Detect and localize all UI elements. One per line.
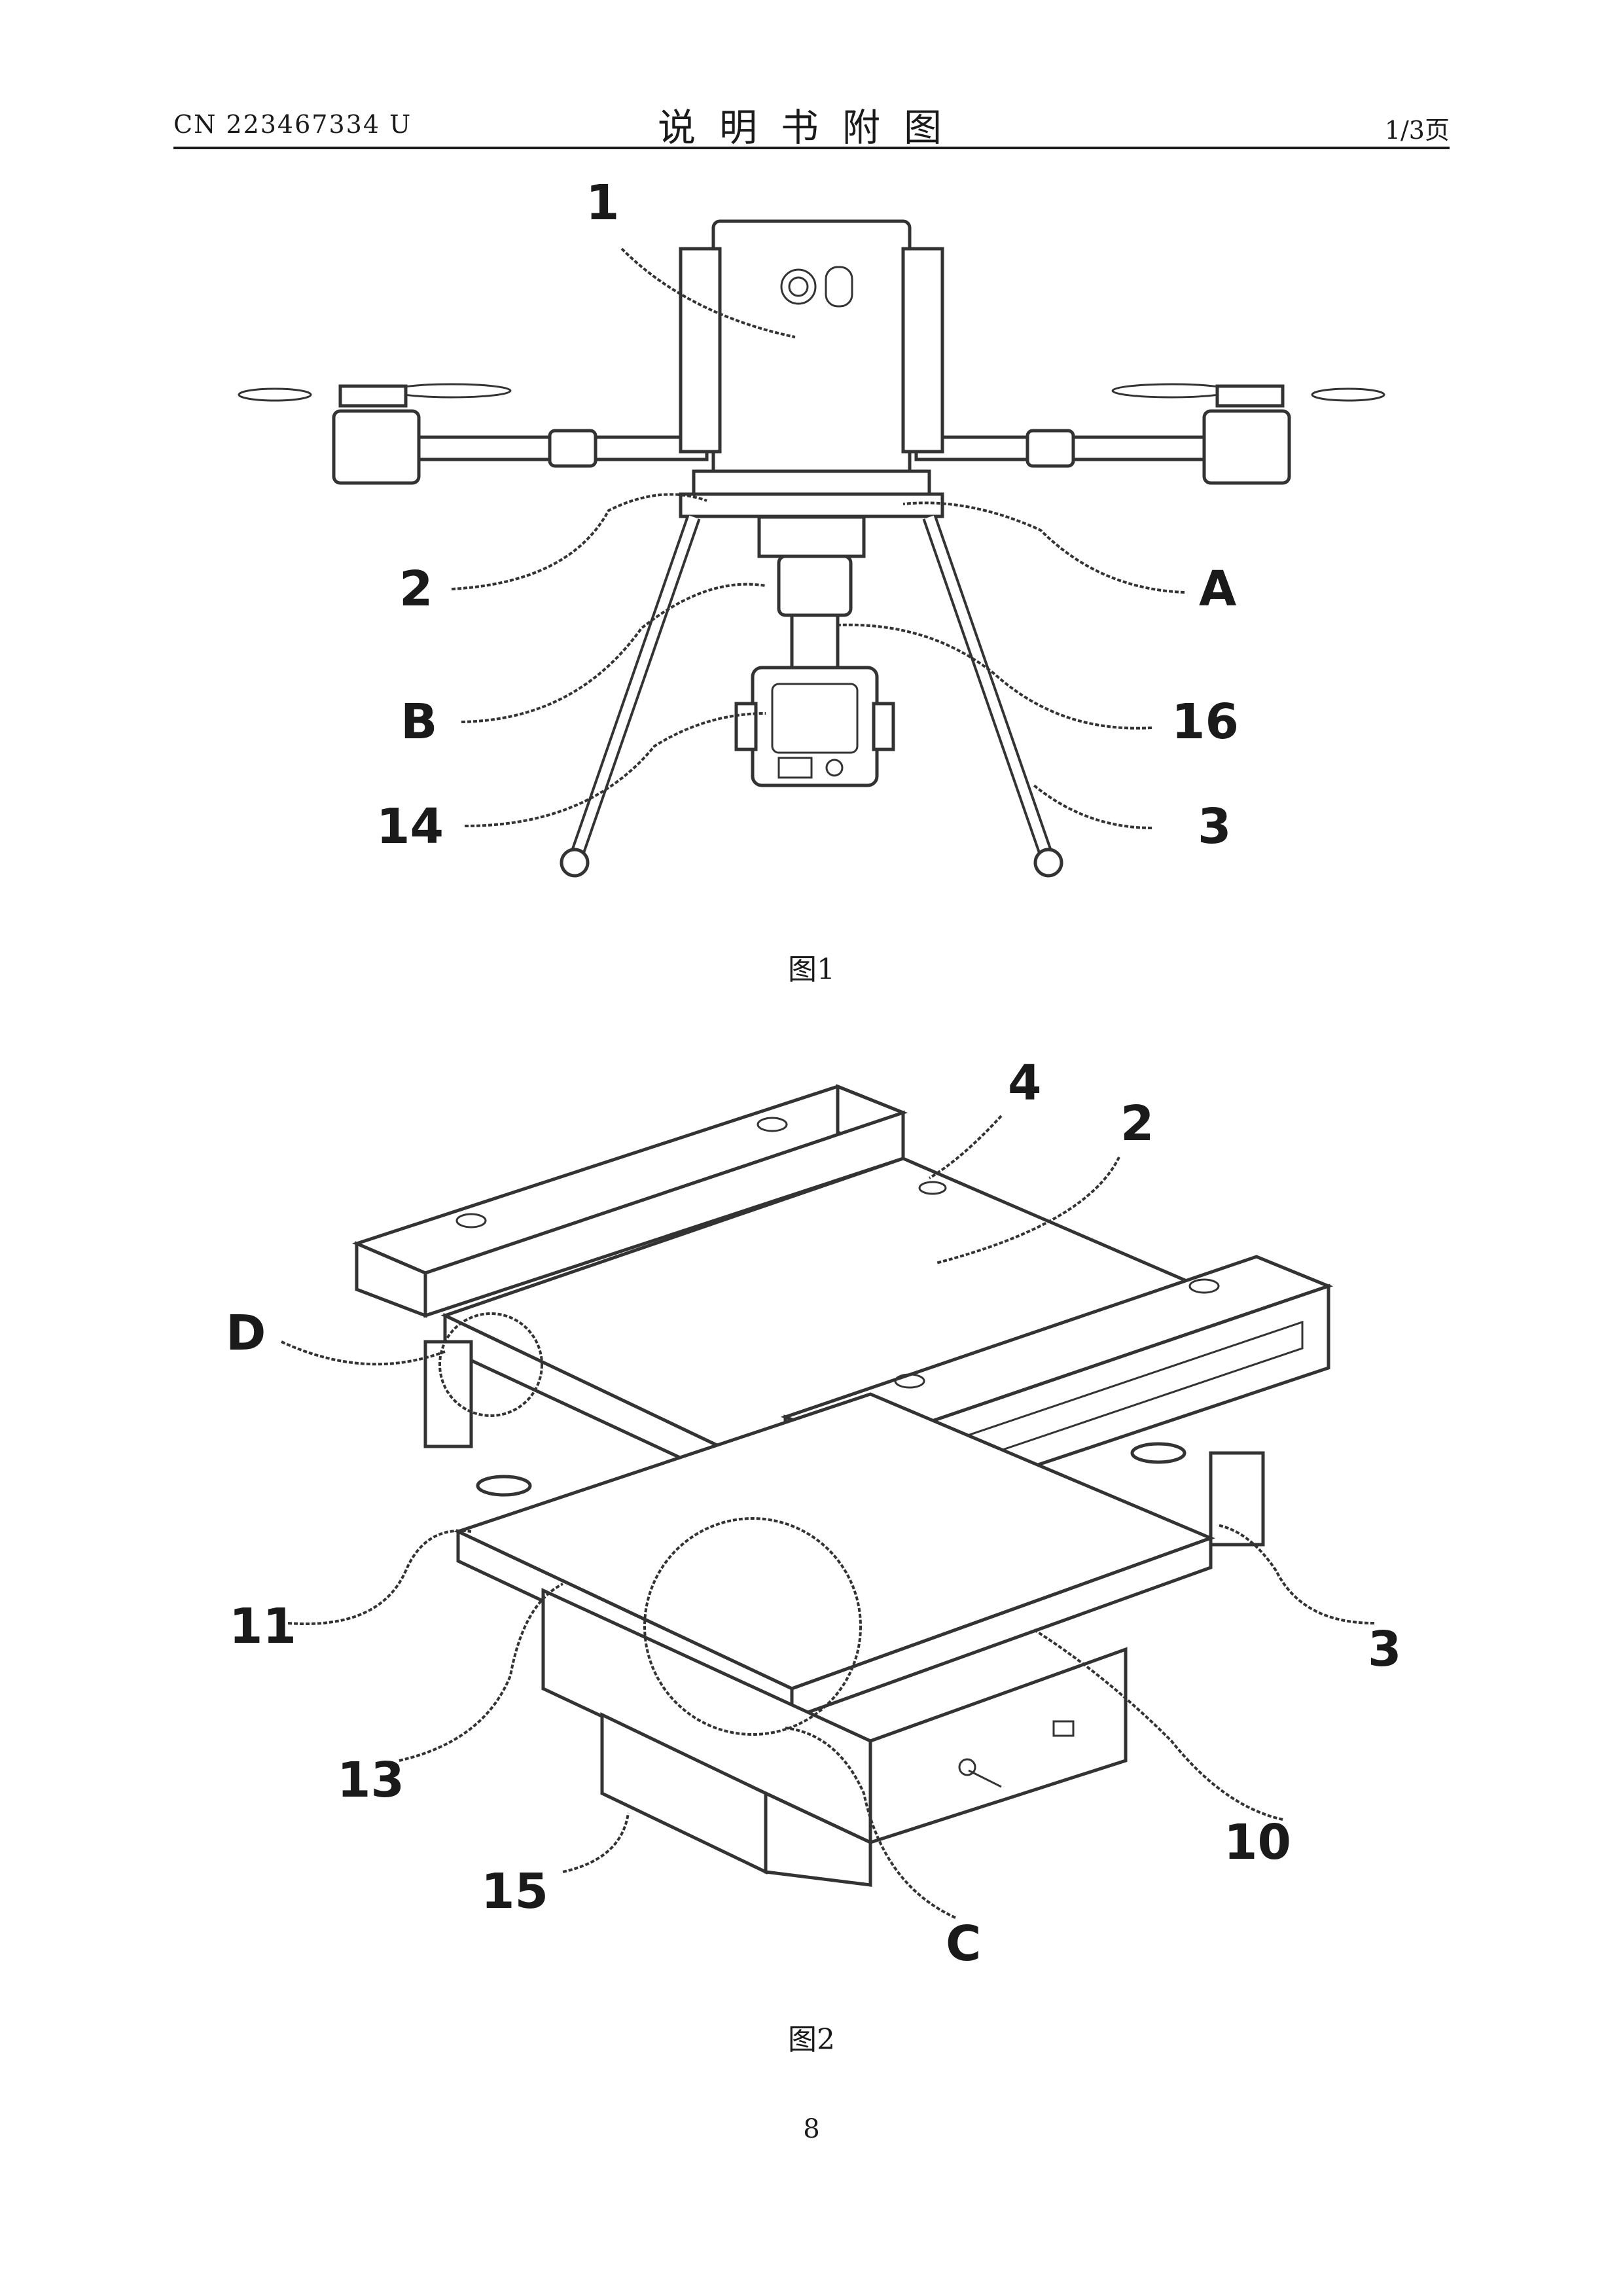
page-heading: 说明书附图 [0, 97, 1623, 152]
label-2b: 2 [1120, 1096, 1154, 1152]
page-counter: 1/3页 [1385, 110, 1450, 146]
label-b: B [401, 694, 437, 750]
label-2: 2 [399, 561, 433, 617]
label-3: 3 [1198, 798, 1232, 855]
label-c: C [946, 1916, 981, 1972]
label-3b: 3 [1368, 1621, 1402, 1677]
label-14: 14 [376, 798, 444, 855]
label-11: 11 [229, 1598, 296, 1655]
figure-1-caption: 图1 [0, 946, 1623, 988]
label-15: 15 [481, 1863, 548, 1920]
header-rule [173, 147, 1450, 149]
label-a: A [1199, 561, 1236, 617]
label-13: 13 [337, 1752, 404, 1808]
left-propeller [239, 384, 510, 483]
figure-1-drawing: 1 2 A B 16 14 3 [0, 157, 1623, 929]
label-d: D [226, 1305, 266, 1361]
page-number: 8 [0, 2114, 1623, 2144]
right-propeller [1113, 384, 1384, 483]
camera-unit [736, 668, 893, 785]
label-16: 16 [1171, 694, 1239, 750]
drone-body [681, 221, 942, 496]
label-1: 1 [586, 175, 620, 231]
figure-2-caption: 图2 [0, 2016, 1623, 2058]
label-4: 4 [1008, 1055, 1042, 1111]
label-10: 10 [1224, 1814, 1291, 1871]
mount-plate [681, 494, 942, 516]
figure-2-drawing: 4 2 D 11 3 13 10 15 C [0, 1021, 1623, 2042]
